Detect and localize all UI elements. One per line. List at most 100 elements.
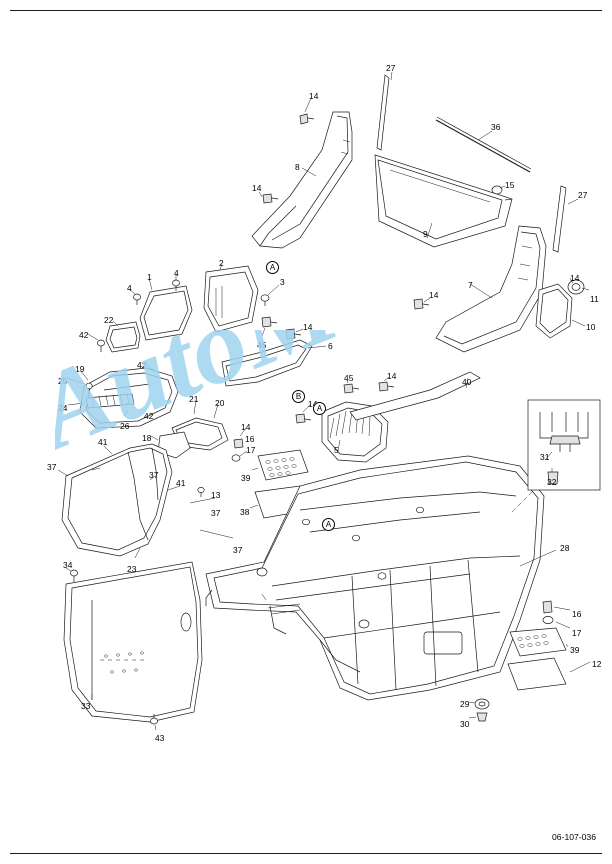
part-2-panel <box>203 263 259 333</box>
section-marker-a: A <box>313 402 326 415</box>
callout-number-42: 42 <box>137 360 147 370</box>
callout-number-31: 31 <box>540 452 550 462</box>
callout-number-37: 37 <box>149 470 159 480</box>
callout-number-26: 26 <box>120 421 130 431</box>
section-marker-b: B <box>292 390 305 403</box>
part-41-insulation <box>57 443 234 559</box>
callout-number-32: 32 <box>547 477 557 487</box>
part-1-cover <box>139 277 193 341</box>
callout-number-22: 22 <box>104 315 114 325</box>
part-25-clip <box>66 377 93 394</box>
callout-number-16: 16 <box>245 434 255 444</box>
callout-number-3: 3 <box>280 277 285 287</box>
part-6-trim <box>221 339 327 387</box>
part-3-clip <box>260 284 280 306</box>
part-45-bolt <box>261 316 278 337</box>
callout-number-17: 17 <box>246 445 256 455</box>
callout-number-27: 27 <box>578 190 588 200</box>
callout-number-42: 42 <box>144 411 154 421</box>
part-14-bolt-c <box>295 404 312 424</box>
callout-number-23: 23 <box>127 564 137 574</box>
section-marker-a: A <box>322 518 335 531</box>
callout-number-40: 40 <box>462 377 472 387</box>
callout-number-39: 39 <box>241 473 251 483</box>
inset-connector <box>511 489 535 513</box>
callout-number-20: 20 <box>215 398 225 408</box>
part-5-pedal <box>321 401 389 463</box>
callout-number-14: 14 <box>308 399 318 409</box>
part-27-rod <box>376 71 393 151</box>
callout-number-38: 38 <box>240 507 250 517</box>
part-42-clip-a <box>87 333 105 352</box>
part-39-mat-right <box>509 627 569 657</box>
page-border-bottom <box>10 853 602 854</box>
callout-number-16: 16 <box>572 609 582 619</box>
callout-number-7: 7 <box>468 280 473 290</box>
part-45b-bolt <box>343 378 360 394</box>
callout-number-14: 14 <box>570 273 580 283</box>
part-40-strip <box>349 371 481 421</box>
part-8-bracket <box>251 111 353 249</box>
callout-number-37: 37 <box>47 462 57 472</box>
callout-number-45: 45 <box>344 373 354 383</box>
callout-number-2: 2 <box>219 258 224 268</box>
part-9-panel <box>374 154 513 248</box>
callout-number-37: 37 <box>211 508 221 518</box>
callout-number-28: 28 <box>560 543 570 553</box>
callout-number-30: 30 <box>460 719 470 729</box>
callout-number-14: 14 <box>303 322 313 332</box>
callout-number-27: 27 <box>386 63 396 73</box>
callout-number-29: 29 <box>460 699 470 709</box>
part-16-17-nut <box>231 450 248 462</box>
part-27b-rod <box>552 185 579 253</box>
callout-number-11: 11 <box>590 294 599 304</box>
callout-number-14: 14 <box>387 371 397 381</box>
part-16-17-right <box>542 600 571 629</box>
part-36-rod <box>435 116 532 173</box>
callout-number-17: 17 <box>572 628 582 638</box>
callout-number-39: 39 <box>570 645 580 655</box>
part-14-bolt-20 <box>233 427 247 449</box>
callout-number-5: 5 <box>334 445 339 455</box>
callout-number-9: 9 <box>423 229 428 239</box>
callout-number-14: 14 <box>309 91 319 101</box>
page-border-top <box>10 10 602 11</box>
part-13-clip <box>197 487 205 497</box>
callout-number-18: 18 <box>142 433 152 443</box>
part-14-bolt-top <box>299 97 315 125</box>
inset-detail-box <box>527 399 601 491</box>
callout-number-33: 33 <box>81 701 91 711</box>
callout-number-4: 4 <box>174 268 179 278</box>
callout-number-34: 34 <box>63 560 73 570</box>
callout-number-21: 21 <box>189 394 199 404</box>
part-12-mat <box>507 657 591 691</box>
callout-number-13: 13 <box>211 490 221 500</box>
part-4-clips <box>128 274 180 305</box>
part-28-main-frame <box>205 455 557 701</box>
callout-number-6: 6 <box>328 341 333 351</box>
part-29-30-grommet <box>468 698 490 722</box>
callout-number-19: 19 <box>75 364 85 374</box>
part-14-bolt-right <box>413 297 431 310</box>
callout-number-10: 10 <box>586 322 596 332</box>
part-43-clip <box>150 714 158 731</box>
part-24-strip <box>67 393 135 409</box>
callout-number-14: 14 <box>252 183 262 193</box>
callout-number-1: 1 <box>147 272 152 282</box>
page-code: 06-107-036 <box>552 832 596 842</box>
part-15-clip <box>491 185 506 195</box>
callout-number-15: 15 <box>505 180 515 190</box>
part-14-bolt-left <box>258 191 279 204</box>
callout-number-37: 37 <box>233 545 243 555</box>
callout-number-36: 36 <box>491 122 501 132</box>
callout-number-8: 8 <box>295 162 300 172</box>
callout-number-12: 12 <box>592 659 602 669</box>
part-10-cover <box>535 283 586 339</box>
part-22-box <box>105 320 141 353</box>
part-34-clip <box>65 567 78 582</box>
callout-number-25: 25 <box>58 376 68 386</box>
callout-number-43: 43 <box>155 733 165 743</box>
callout-number-24: 24 <box>58 403 68 413</box>
